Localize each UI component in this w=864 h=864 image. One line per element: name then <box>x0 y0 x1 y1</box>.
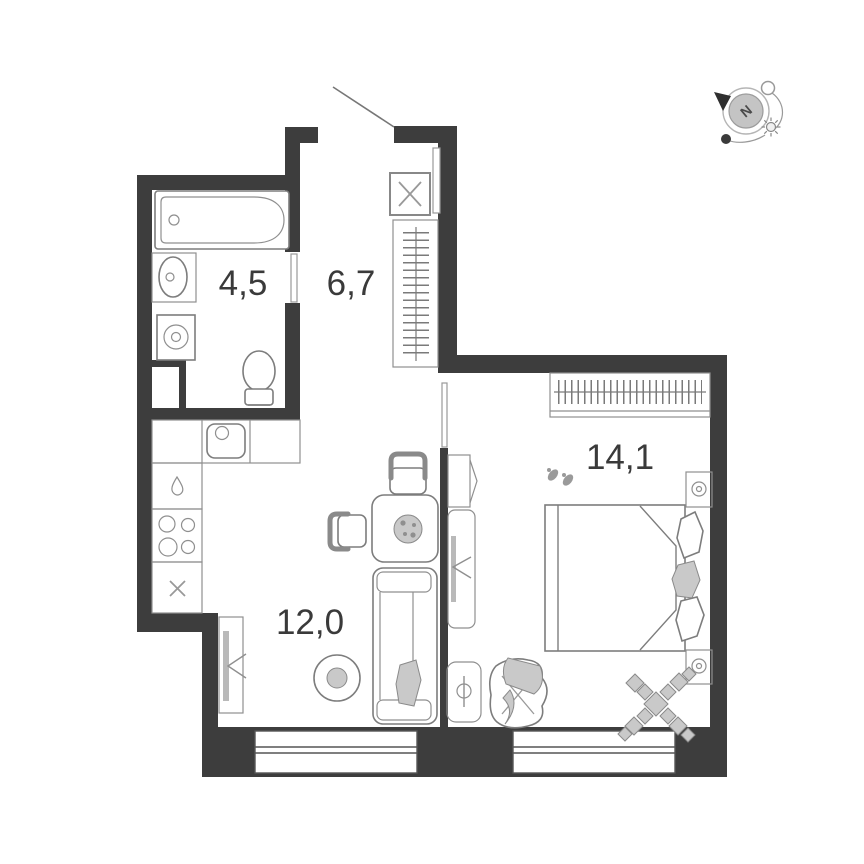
sofa-pillow <box>395 659 422 707</box>
tv-stand-bedroom-icon <box>447 509 476 629</box>
window-bedroom <box>512 730 676 774</box>
sun-icon <box>761 117 781 137</box>
wall-left-outer <box>137 175 152 632</box>
wall-bathroom-hall-lower <box>285 303 300 420</box>
wall-entrance-left-stub <box>285 127 318 143</box>
wall-bathroom-bottom <box>137 408 300 420</box>
wall-bedroom-right <box>710 355 727 777</box>
nightstand-top-icon <box>685 471 713 508</box>
armchair-blanket-tail <box>502 689 515 725</box>
stove-icon <box>151 508 203 563</box>
window-living <box>254 730 418 774</box>
bed-pillow-bottom <box>675 596 705 643</box>
hall-wall-niche <box>432 147 441 214</box>
kitchen-fixtures <box>151 419 301 614</box>
entrance-door-leaf <box>332 86 395 128</box>
compass-ring-dot <box>760 80 776 96</box>
floor-lamp-pouf-icon <box>446 661 482 723</box>
sink-icon <box>151 252 197 303</box>
hallway-fixtures <box>389 172 439 368</box>
nightstand-bottom-icon <box>685 649 713 685</box>
armchair-blanket <box>502 657 543 695</box>
sofa-icon <box>372 567 438 725</box>
wall-bathroom-top <box>137 175 290 190</box>
toilet-icon <box>242 350 276 406</box>
dining-table-icon <box>371 494 439 563</box>
shaft-x-box-icon <box>389 172 431 216</box>
chair-left-icon <box>327 511 367 552</box>
bed-icon <box>544 504 705 652</box>
wall-bathroom-niche-v <box>179 360 186 410</box>
doors <box>290 86 448 448</box>
cabinet-drop-icon <box>151 462 203 510</box>
wall-kitchen-bottom-step <box>137 613 218 632</box>
armchair-icon <box>489 657 548 729</box>
round-pouf-icon <box>313 654 361 702</box>
cabinet-x-icon <box>151 561 203 614</box>
bedroom-door-leaf <box>441 382 448 448</box>
kitchen-counter <box>151 419 301 464</box>
bathroom-door-leaf <box>290 253 298 303</box>
compass-icon: N <box>714 80 784 144</box>
wall-bedroom-top <box>438 355 727 373</box>
tv-living-icon <box>218 616 247 714</box>
wall-bathroom-niche-h <box>152 360 186 367</box>
room-area-label-bedroom: 14,1 <box>586 438 654 477</box>
wall-hall-right <box>438 126 457 373</box>
room-labels: 4,5 6,7 12,0 14,1 <box>219 264 654 642</box>
bedroom-wardrobe-icon <box>549 372 711 418</box>
living-room-furniture <box>218 451 439 725</box>
washing-machine-icon <box>156 314 196 361</box>
bed-pillow-top <box>676 510 704 560</box>
bathroom-fixtures <box>151 190 290 406</box>
chair-top-icon <box>388 451 428 495</box>
bedroom-furniture <box>446 372 713 743</box>
cabinet-near-door-icon <box>447 454 478 508</box>
compass-south-dot <box>721 134 731 144</box>
plant-icon <box>617 666 697 743</box>
slippers-icon <box>547 468 574 486</box>
windows <box>254 730 676 774</box>
bathtub-icon <box>154 190 290 250</box>
compass-north-arrow <box>714 92 731 111</box>
room-area-label-bathroom: 4,5 <box>219 264 268 303</box>
room-area-label-kitchen-living: 12,0 <box>276 603 344 642</box>
hall-wardrobe-icon <box>392 219 439 368</box>
wall-partition-living-bedroom <box>440 448 448 727</box>
room-area-label-hallway: 6,7 <box>327 264 376 303</box>
kitchen-sink-icon <box>206 423 246 459</box>
